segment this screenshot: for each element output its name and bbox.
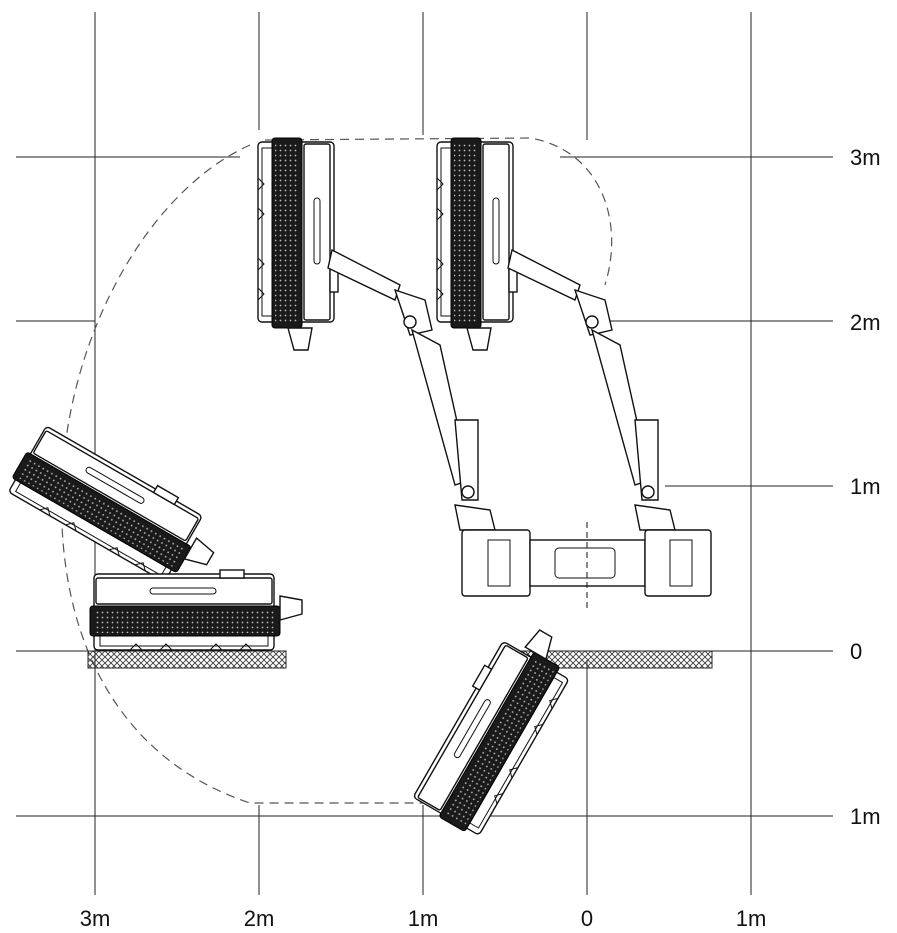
arm-right [507, 248, 676, 531]
y-axis-labels: 3m 2m 1m 0 1m [850, 145, 881, 829]
x-label-2m: 2m [244, 906, 275, 931]
y-label-0: 0 [850, 639, 862, 664]
y-label-minus-1m: 1m [850, 804, 881, 829]
x-axis-labels: 3m 2m 1m 0 1m [80, 906, 767, 931]
x-label-right-1m: 1m [736, 906, 767, 931]
mower-head-ground [89, 569, 303, 651]
x-label-0: 0 [581, 906, 593, 931]
arm-left [327, 248, 496, 531]
mower-head-raised-left [257, 137, 339, 351]
grid [16, 12, 833, 895]
ground [87, 650, 713, 806]
mower-head-raised-right [436, 137, 518, 351]
y-label-1m: 1m [850, 474, 881, 499]
y-label-3m: 3m [850, 145, 881, 170]
reach-envelope [60, 137, 613, 804]
mounting-frame [461, 522, 712, 612]
mower-head-tilted [4, 419, 230, 597]
x-label-1m: 1m [408, 906, 439, 931]
y-label-2m: 2m [850, 310, 881, 335]
x-label-3m: 3m [80, 906, 111, 931]
mower-head-slope [406, 614, 584, 840]
